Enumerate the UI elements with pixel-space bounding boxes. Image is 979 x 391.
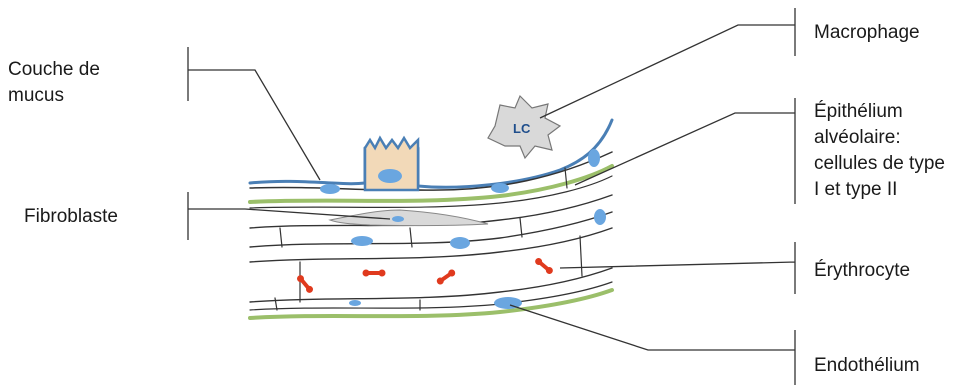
label-epithelium: Épithélium alvéolaire: cellules de type … (814, 99, 945, 203)
nucleus (450, 237, 470, 249)
leader-macrophage (540, 8, 795, 118)
nucleus (349, 300, 361, 306)
fibroblast-cell (330, 210, 488, 226)
erythrocytes (296, 257, 555, 295)
nuclei (320, 149, 606, 309)
macrophage-cell: LC (488, 96, 560, 158)
label-fibroblast: Fibroblaste (24, 204, 118, 230)
erythrocyte (435, 268, 456, 286)
nucleus (320, 184, 340, 194)
leader-erythrocyte (560, 242, 795, 294)
leader-endothelium (510, 305, 795, 385)
type-ii-cell (365, 138, 418, 190)
basement-membrane-lower (250, 290, 612, 318)
nucleus (588, 149, 600, 167)
leader-epithelium (575, 98, 795, 204)
label-erythrocyte: Érythrocyte (814, 258, 910, 284)
nucleus (491, 183, 509, 193)
erythrocyte (296, 274, 315, 295)
nucleus (594, 209, 606, 225)
erythrocyte (363, 270, 386, 277)
label-mucus: Couche de mucus (8, 57, 100, 109)
label-endothelium: Endothélium (814, 353, 920, 379)
label-macrophage: Macrophage (814, 20, 920, 46)
type-ii-nucleus (378, 169, 402, 183)
nucleus (351, 236, 373, 246)
leader-mucus (188, 47, 320, 180)
macrophage-nucleus: LC (513, 121, 531, 136)
erythrocyte (534, 257, 555, 276)
